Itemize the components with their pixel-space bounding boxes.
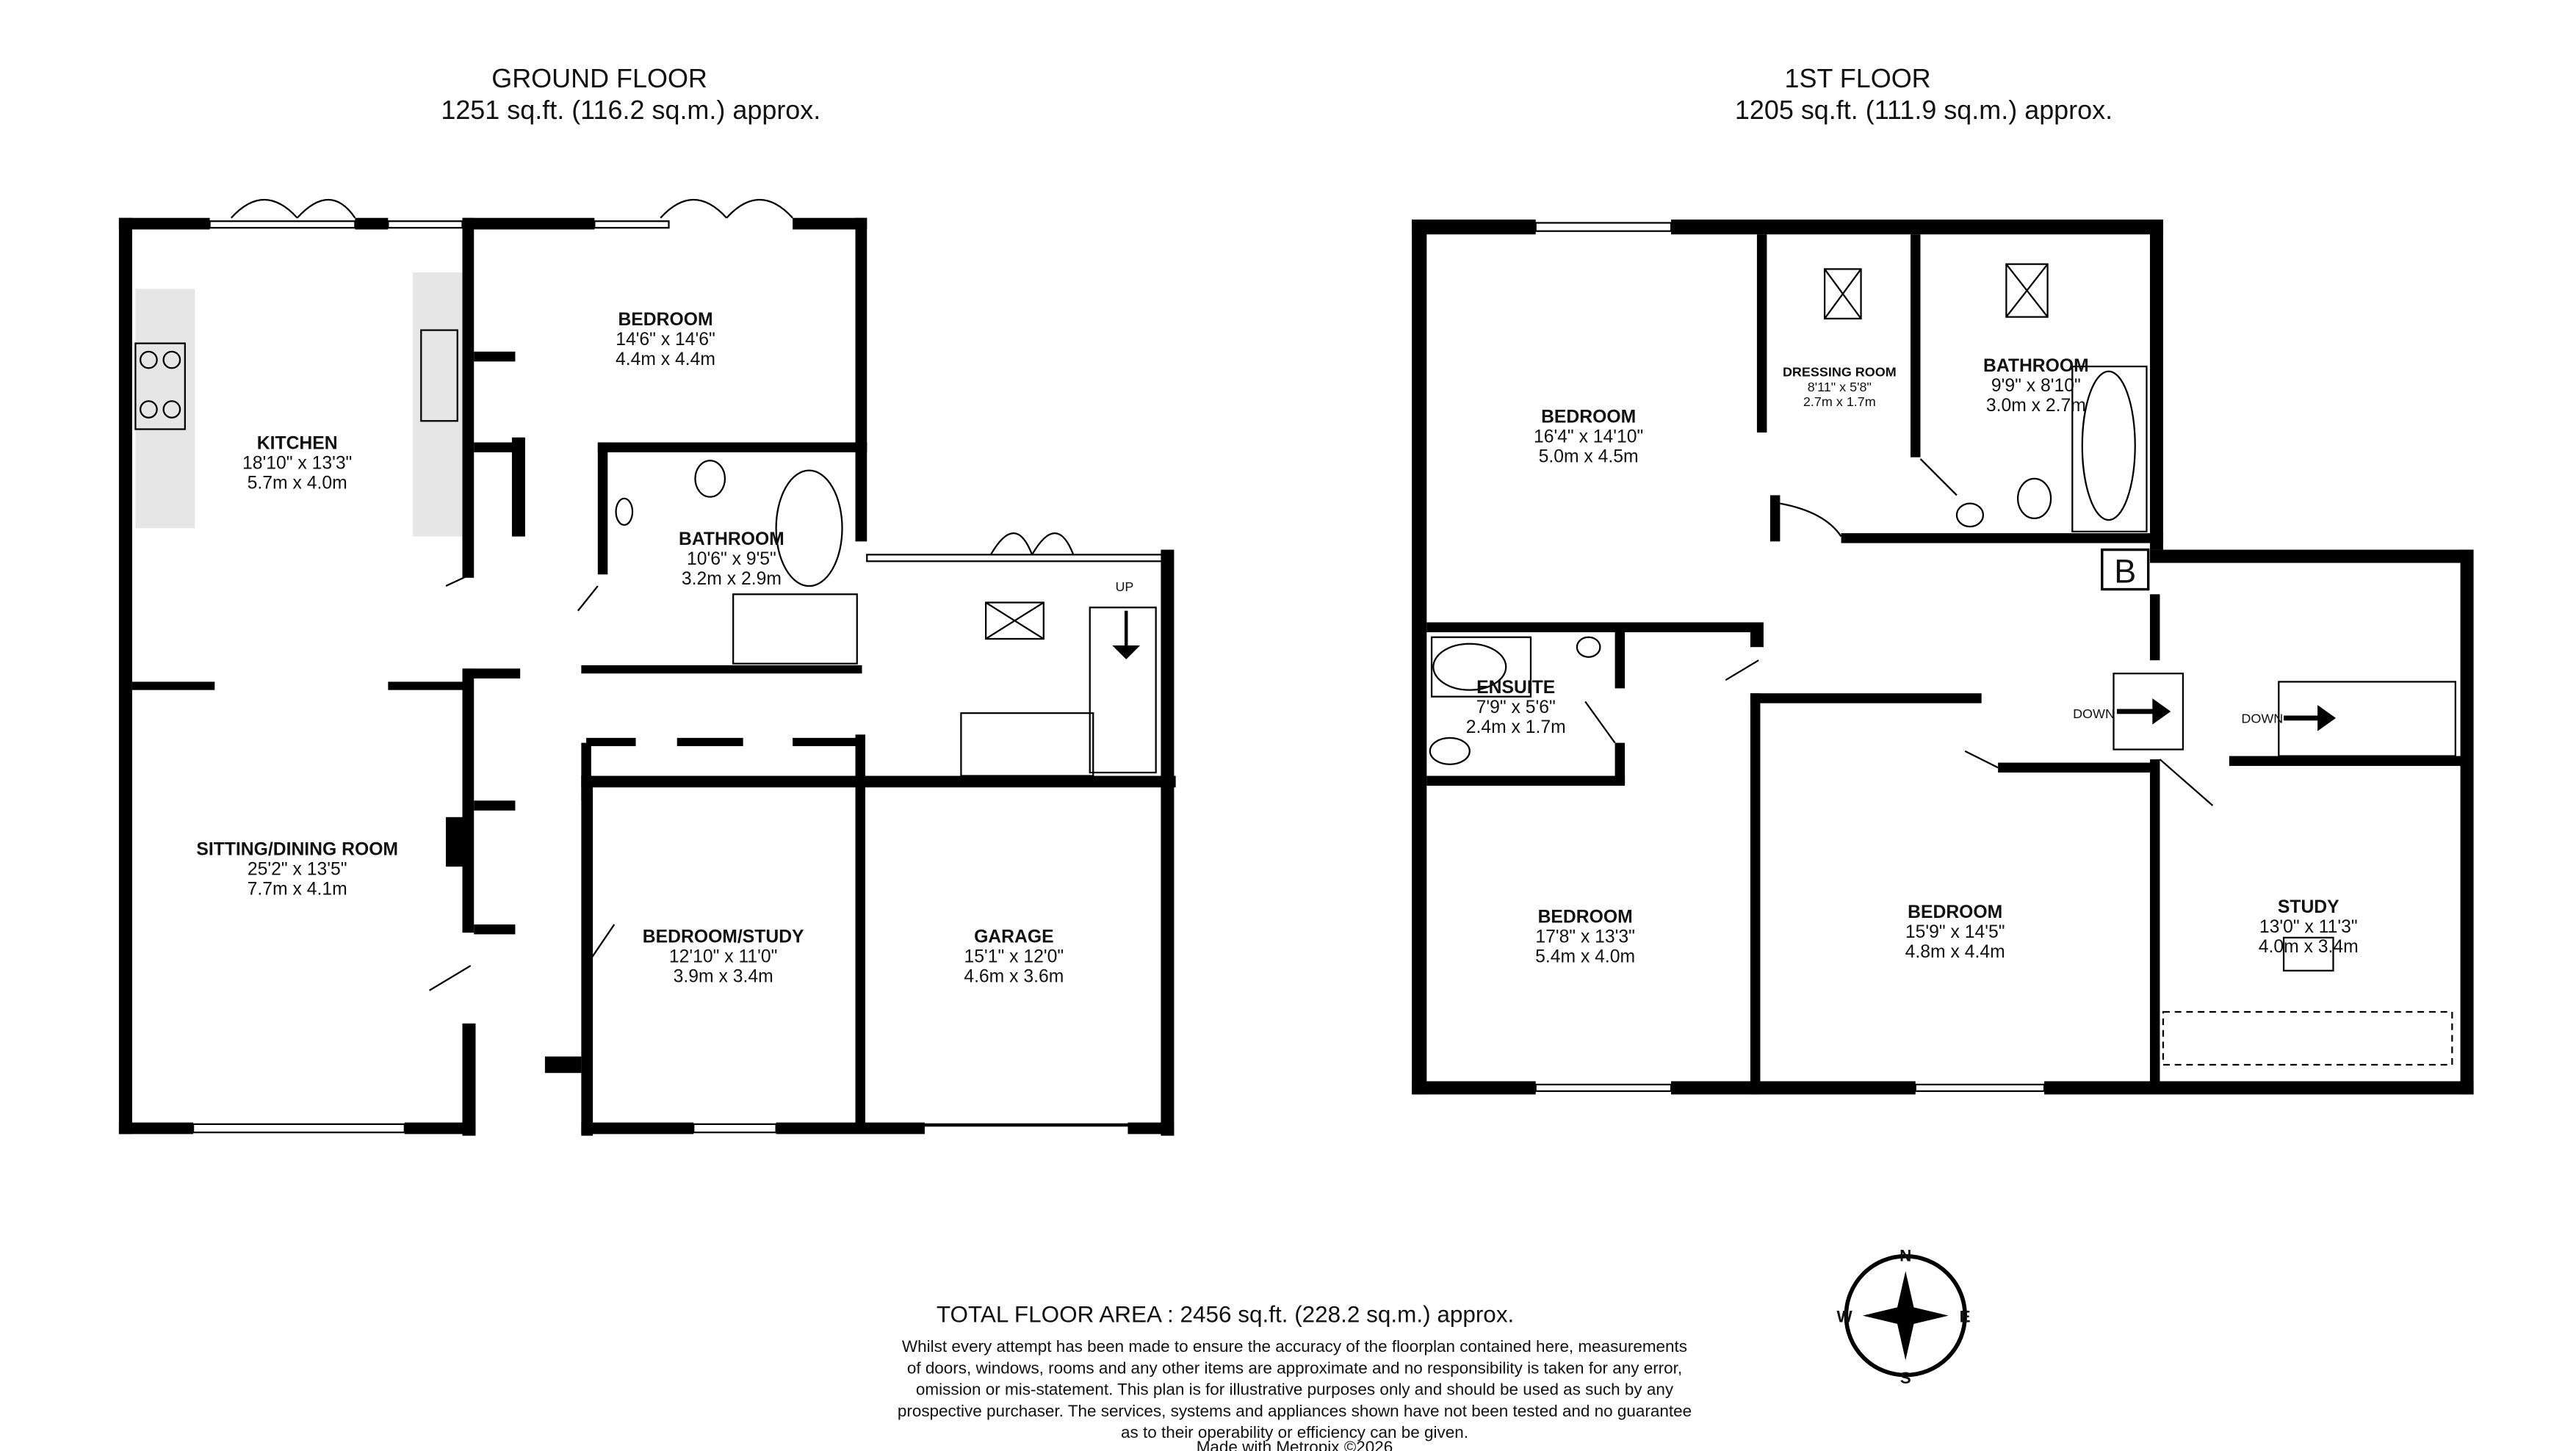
svg-text:15'1" x 12'0": 15'1" x 12'0" bbox=[964, 947, 1064, 967]
ground-floor-title: GROUND FLOOR bbox=[491, 63, 707, 93]
svg-text:BEDROOM: BEDROOM bbox=[1538, 908, 1633, 927]
svg-text:omission or mis-statement. Thi: omission or mis-statement. This plan is … bbox=[916, 1381, 1674, 1399]
svg-text:17'8" x 13'3": 17'8" x 13'3" bbox=[1535, 927, 1635, 947]
svg-text:S: S bbox=[1900, 1369, 1911, 1387]
fixtures bbox=[120, 199, 1166, 1134]
svg-text:W: W bbox=[1836, 1308, 1852, 1326]
svg-text:16'4" x 14'10": 16'4" x 14'10" bbox=[1534, 427, 1643, 446]
first-floor-plan: B DOWN DOWN BEDROOM 16'4" x 14'10" 5.0m … bbox=[1412, 219, 2474, 1095]
room-study: STUDY 13'0" x 11'3" 4.0m x 3.4m bbox=[2259, 897, 2359, 957]
svg-text:STUDY: STUDY bbox=[2278, 897, 2339, 917]
stair-label: DOWN bbox=[2241, 712, 2283, 726]
svg-text:3.0m x 2.7m: 3.0m x 2.7m bbox=[1986, 396, 2086, 416]
stair-arrow-icon bbox=[2284, 705, 2337, 731]
room-bedroom-3: BEDROOM 15'9" x 14'5" 4.8m x 4.4m bbox=[1905, 902, 2005, 962]
svg-text:BEDROOM: BEDROOM bbox=[1541, 407, 1636, 427]
ground-floor-area: 1251 sq.ft. (116.2 sq.m.) approx. bbox=[441, 95, 820, 125]
room-ensuite: ENSUITE 7'9" x 5'6" 2.4m x 1.7m bbox=[1466, 678, 1566, 737]
svg-text:BEDROOM/STUDY: BEDROOM/STUDY bbox=[643, 927, 804, 947]
total-floor-area: TOTAL FLOOR AREA : 2456 sq.ft. (228.2 sq… bbox=[937, 1302, 1514, 1328]
stair-arrow-icon bbox=[2117, 698, 2171, 725]
svg-text:2.4m x 1.7m: 2.4m x 1.7m bbox=[1466, 717, 1566, 737]
svg-text:2.7m x 1.7m: 2.7m x 1.7m bbox=[1803, 394, 1876, 409]
stair-label: DOWN bbox=[2073, 706, 2115, 721]
svg-text:25'2" x 13'5": 25'2" x 13'5" bbox=[248, 859, 347, 879]
room-dressing: DRESSING ROOM 8'11" x 5'8" 2.7m x 1.7m bbox=[1783, 365, 1897, 409]
svg-text:15'9" x 14'5": 15'9" x 14'5" bbox=[1905, 922, 2005, 942]
room-bathroom: BATHROOM 10'6" x 9'5" 3.2m x 2.9m bbox=[679, 529, 784, 589]
svg-text:5.4m x 4.0m: 5.4m x 4.0m bbox=[1535, 947, 1635, 967]
svg-text:BATHROOM: BATHROOM bbox=[679, 529, 784, 549]
svg-text:Whilst every attempt has been: Whilst every attempt has been made to en… bbox=[902, 1337, 1687, 1356]
fixtures bbox=[1429, 222, 2456, 1093]
room-sitting-dining: SITTING/DINING ROOM 25'2" x 13'5" 7.7m x… bbox=[196, 839, 398, 899]
first-floor-title: 1ST FLOOR bbox=[1784, 63, 1930, 93]
stair-arrow-icon bbox=[1112, 610, 1141, 659]
svg-text:as to their operability or eff: as to their operability or efficiency ca… bbox=[1121, 1423, 1468, 1441]
svg-text:9'9" x 8'10": 9'9" x 8'10" bbox=[1991, 376, 2081, 396]
room-garage: GARAGE 15'1" x 12'0" 4.6m x 3.6m bbox=[964, 927, 1064, 987]
svg-text:5.7m x 4.0m: 5.7m x 4.0m bbox=[248, 473, 347, 493]
credit: Made with Metropix ©2026 bbox=[1197, 1438, 1393, 1451]
walls bbox=[118, 217, 1176, 1136]
svg-text:13'0" x 11'3": 13'0" x 11'3" bbox=[2259, 917, 2358, 937]
svg-text:BEDROOM: BEDROOM bbox=[618, 310, 712, 330]
walls bbox=[1412, 219, 2474, 1095]
svg-text:14'6" x 14'6": 14'6" x 14'6" bbox=[616, 330, 715, 350]
room-bedroom-2: BEDROOM 17'8" x 13'3" 5.4m x 4.0m bbox=[1535, 908, 1635, 967]
svg-text:3.9m x 3.4m: 3.9m x 3.4m bbox=[674, 967, 773, 987]
svg-text:BATHROOM: BATHROOM bbox=[1983, 356, 2089, 376]
room-bedroom-study: BEDROOM/STUDY 12'10" x 11'0" 3.9m x 3.4m bbox=[643, 927, 804, 987]
svg-text:DRESSING ROOM: DRESSING ROOM bbox=[1783, 365, 1897, 380]
svg-text:7'9" x 5'6": 7'9" x 5'6" bbox=[1476, 698, 1556, 717]
svg-text:KITCHEN: KITCHEN bbox=[257, 433, 338, 453]
stair-label: UP bbox=[1115, 579, 1133, 594]
svg-text:of doors, windows, rooms and a: of doors, windows, rooms and any other i… bbox=[907, 1358, 1682, 1377]
svg-text:3.2m x 2.9m: 3.2m x 2.9m bbox=[682, 569, 782, 589]
svg-text:4.0m x 3.4m: 4.0m x 3.4m bbox=[2259, 937, 2359, 957]
ground-floor-plan: UP KITCHEN 18'10" x 13'3" 5.7m x 4.0m BE… bbox=[118, 199, 1176, 1136]
disclaimer: Whilst every attempt has been made to en… bbox=[898, 1337, 1692, 1441]
svg-text:SITTING/DINING ROOM: SITTING/DINING ROOM bbox=[196, 839, 398, 859]
boiler-cupboard bbox=[2101, 548, 2150, 591]
first-floor-area: 1205 sq.ft. (111.9 sq.m.) approx. bbox=[1735, 95, 2113, 125]
svg-text:18'10" x 13'3": 18'10" x 13'3" bbox=[242, 453, 352, 473]
compass-icon: N S E W bbox=[1836, 1246, 1970, 1386]
svg-text:8'11" x 5'8": 8'11" x 5'8" bbox=[1808, 380, 1872, 394]
kitchen-worktop bbox=[135, 289, 195, 529]
room-kitchen: KITCHEN 18'10" x 13'3" 5.7m x 4.0m bbox=[242, 433, 352, 493]
room-bedroom: BEDROOM 14'6" x 14'6" 4.4m x 4.4m bbox=[616, 310, 715, 369]
boiler-label: B bbox=[2114, 553, 2136, 590]
svg-text:prospective purchaser. The ser: prospective purchaser. The services, sys… bbox=[898, 1402, 1692, 1420]
svg-text:12'10" x 11'0": 12'10" x 11'0" bbox=[669, 947, 777, 967]
svg-text:10'6" x 9'5": 10'6" x 9'5" bbox=[687, 549, 776, 569]
svg-text:ENSUITE: ENSUITE bbox=[1476, 678, 1555, 698]
svg-text:7.7m x 4.1m: 7.7m x 4.1m bbox=[248, 879, 347, 899]
room-bathroom: BATHROOM 9'9" x 8'10" 3.0m x 2.7m bbox=[1983, 356, 2089, 416]
svg-text:4.4m x 4.4m: 4.4m x 4.4m bbox=[616, 350, 715, 369]
svg-text:5.0m x 4.5m: 5.0m x 4.5m bbox=[1539, 446, 1639, 466]
svg-text:BEDROOM: BEDROOM bbox=[1908, 902, 2002, 922]
svg-text:GARAGE: GARAGE bbox=[974, 927, 1054, 947]
svg-text:4.8m x 4.4m: 4.8m x 4.4m bbox=[1905, 942, 2005, 962]
svg-text:4.6m x 3.6m: 4.6m x 3.6m bbox=[964, 967, 1064, 987]
svg-text:E: E bbox=[1960, 1308, 1971, 1326]
room-bedroom-1: BEDROOM 16'4" x 14'10" 5.0m x 4.5m bbox=[1534, 407, 1643, 466]
svg-text:N: N bbox=[1899, 1246, 1911, 1264]
